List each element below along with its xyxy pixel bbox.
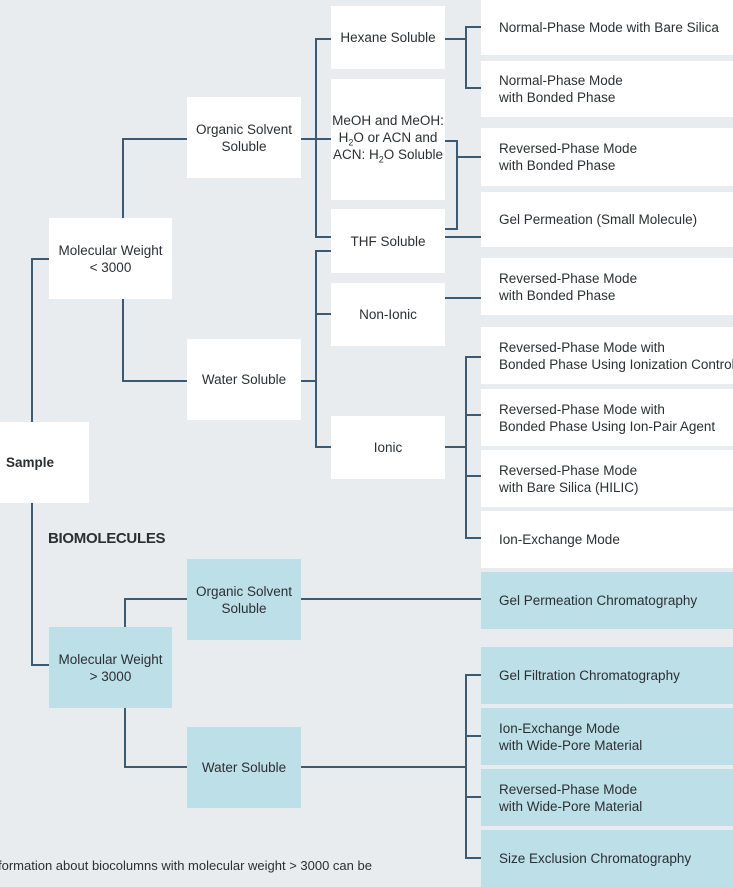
mode-label: Size Exclusion Chromatography — [499, 851, 692, 866]
node-mw-over-3000: Molecular Weight> 3000 — [49, 627, 172, 708]
mode-label: Reversed-Phase Mode with — [499, 339, 665, 355]
mode-label: with Bare Silica (HILIC) — [499, 479, 639, 495]
connector — [445, 140, 458, 230]
node-meoh: MeOH and MeOH: H2O or ACN and ACN: H2O S… — [331, 79, 445, 200]
subscript: 2 — [348, 137, 354, 148]
node-label: Soluble — [221, 600, 267, 616]
mode-label: Reversed-Phase Mode — [499, 141, 638, 156]
connector — [124, 708, 187, 768]
mode-label: Gel Filtration Chromatography — [499, 668, 680, 683]
mode-label: Ion-Exchange Mode — [499, 720, 620, 736]
node-sample: Sample — [0, 422, 89, 503]
mode-label: with Bonded Phase — [499, 287, 616, 303]
connector — [465, 356, 481, 539]
label-part: O or ACN and — [353, 130, 438, 145]
mode-box: Normal-Phase Mode with Bonded Phase — [481, 61, 733, 117]
mode-box: Normal-Phase Mode with Bare Silica — [481, 0, 733, 55]
mode-label: Reversed-Phase Mode — [499, 781, 638, 797]
node-label: Soluble — [221, 138, 267, 154]
node-label: Organic Solvent — [195, 121, 293, 137]
node-label: ACN: H2O Soluble — [332, 146, 444, 165]
connector — [315, 250, 331, 448]
mode-label: Reversed-Phase Mode — [499, 270, 638, 286]
node-ionic: Ionic — [331, 416, 445, 479]
label-part: H — [338, 130, 349, 145]
mode-label: Normal-Phase Mode — [499, 73, 623, 88]
node-label: MeOH and MeOH: — [332, 113, 444, 128]
footnote-text: formation about biocolumns with molecula… — [0, 858, 372, 873]
node-label: Hexane Soluble — [340, 30, 436, 45]
mode-label: Ion-Exchange Mode — [499, 532, 620, 547]
mode-label: with Wide-Pore Material — [499, 737, 643, 753]
node-mw-under-3000: Molecular Weight< 3000 — [49, 218, 172, 299]
node-label: Non-Ionic — [359, 307, 417, 322]
mode-label: with Bonded Phase — [499, 158, 616, 173]
mode-box: Size Exclusion Chromatography — [481, 830, 733, 887]
node-label: Sample — [6, 455, 55, 470]
node-label: Ionic — [373, 440, 403, 455]
node-label: Water Soluble — [201, 760, 287, 775]
node-label: H2O or ACN and — [332, 129, 444, 148]
connector — [465, 674, 481, 859]
node-label: > 3000 — [89, 668, 132, 684]
connector — [124, 598, 187, 627]
node-non-ionic: Non-Ionic — [331, 283, 445, 346]
node-label: THF Soluble — [350, 233, 426, 249]
mode-label: Normal-Phase Mode with Bare Silica — [499, 20, 719, 35]
label-part: O Soluble — [383, 147, 444, 162]
node-label: Organic Solvent — [195, 583, 293, 599]
mode-label: Reversed-Phase Mode with — [499, 401, 665, 417]
mode-label: with Wide-Pore Material — [499, 798, 643, 814]
node-hexane: Hexane Soluble — [331, 6, 445, 69]
mode-label: Bonded Phase Using Ionization Control — [499, 356, 733, 372]
node-water-soluble: Water Soluble — [187, 339, 301, 420]
connector — [465, 26, 481, 89]
mode-box: Gel Permeation Chromatography — [481, 572, 733, 629]
node-label: Molecular Weight — [58, 651, 163, 667]
mode-label: Bonded Phase Using Ion-Pair Agent — [499, 418, 716, 434]
label-part: ACN: H — [332, 147, 379, 162]
mode-box: Gel Permeation (Small Molecule) — [481, 192, 733, 247]
mode-label: Gel Permeation (Small Molecule) — [499, 212, 698, 227]
node-thf: THF Soluble — [331, 209, 445, 273]
node-label: Molecular Weight — [58, 242, 163, 258]
node-bio-water-soluble: Water Soluble — [187, 727, 301, 808]
mode-label: with Bonded Phase — [499, 90, 616, 105]
mode-box: Ion-Exchange Mode — [481, 511, 733, 568]
mode-label: Gel Permeation Chromatography — [499, 593, 698, 608]
mode-label: Reversed-Phase Mode — [499, 462, 638, 478]
subscript: 2 — [378, 154, 384, 165]
connector — [122, 299, 187, 382]
mode-box: Reversed-Phase Mode with Bonded Phase — [481, 128, 733, 186]
mode-box: Gel Filtration Chromatography — [481, 647, 733, 704]
node-label: < 3000 — [89, 259, 132, 275]
node-label: Water Soluble — [201, 372, 287, 387]
biomolecules-heading: BIOMOLECULES — [48, 530, 166, 547]
connector — [122, 138, 187, 218]
